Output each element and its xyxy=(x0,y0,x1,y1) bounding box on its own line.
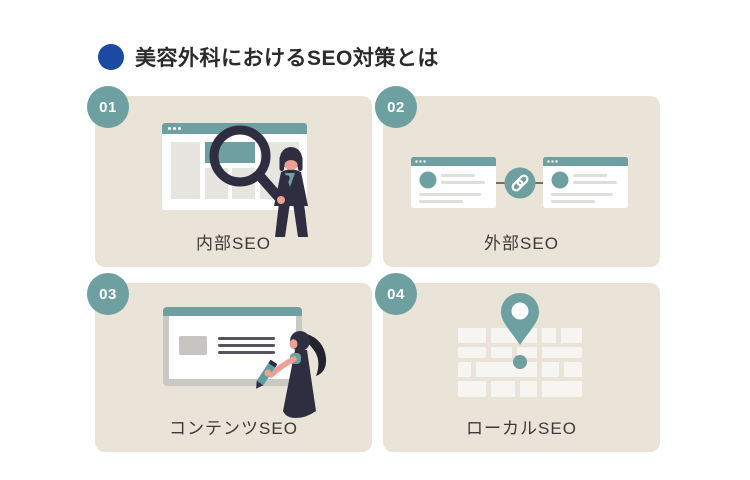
content-seo-illustration xyxy=(163,307,327,418)
browser-window-icon xyxy=(543,157,628,208)
hand xyxy=(277,196,285,204)
external-seo-illustration xyxy=(411,157,628,208)
card-content-seo: 03 コンテンツSEO xyxy=(87,273,372,452)
card-number-badge: 04 xyxy=(375,273,417,315)
blue-circle-bullet-icon xyxy=(98,44,124,70)
location-pin-icon xyxy=(501,293,539,369)
card-number-badge: 01 xyxy=(87,86,129,128)
header: 美容外科におけるSEO対策とは xyxy=(98,42,439,72)
page-title: 美容外科におけるSEO対策とは xyxy=(135,47,439,70)
card-label: 内部SEO xyxy=(196,234,271,253)
person-illustration xyxy=(256,331,327,418)
card-label: ローカルSEO xyxy=(466,419,577,438)
browser-window-icon xyxy=(411,157,496,208)
link-icon xyxy=(504,167,536,199)
local-seo-illustration xyxy=(458,293,582,397)
card-label: コンテンツSEO xyxy=(169,419,298,438)
card-number-badge: 02 xyxy=(375,86,417,128)
internal-seo-illustration xyxy=(162,123,308,237)
card-internal-seo: 01 内部SEO xyxy=(87,86,372,267)
magnifying-glass-icon xyxy=(209,125,286,205)
hand xyxy=(264,369,272,377)
card-local-seo: 04 ローカルSEO xyxy=(375,273,660,452)
browser-window-icon xyxy=(163,307,302,386)
card-number-badge: 03 xyxy=(87,273,129,315)
ponytail xyxy=(301,334,327,376)
card-external-seo: 02 xyxy=(375,86,660,267)
card-label: 外部SEO xyxy=(484,234,559,253)
